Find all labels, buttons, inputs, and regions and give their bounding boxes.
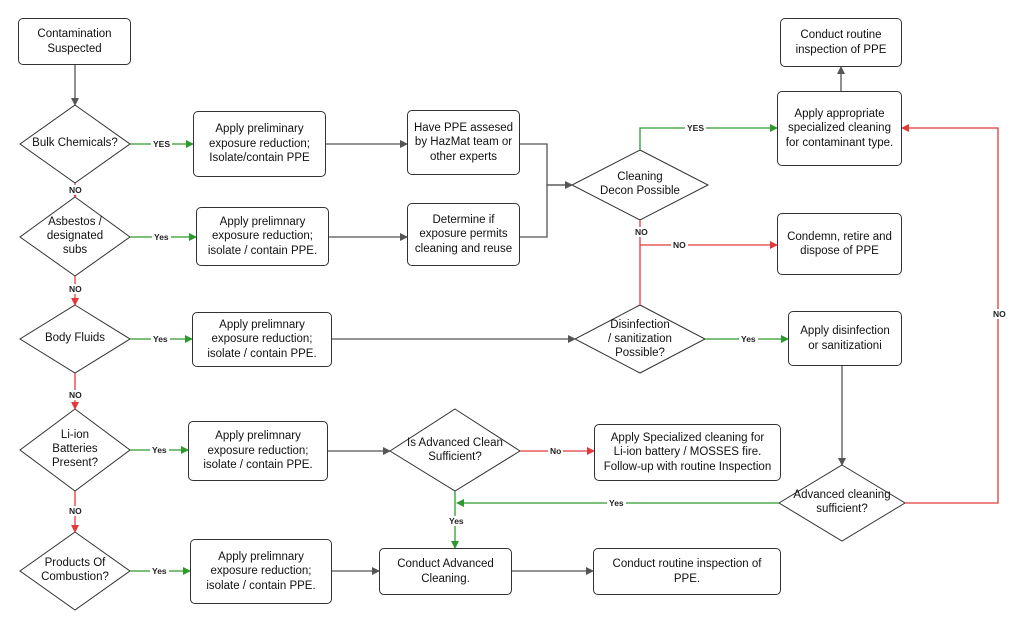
- edge-no-body: NO: [67, 390, 84, 400]
- label-adv-cleaning-sufficient: Advanced cleaning sufficient?: [793, 489, 891, 515]
- edge-yes-disinfection: Yes: [739, 334, 758, 344]
- edge-yes-adv-cleaning-sufficient: Yes: [607, 498, 626, 508]
- label-disinfection: Disinfection / sanitization Possible?: [608, 319, 672, 359]
- label-li-ion: Li-ion Batteries Present?: [51, 429, 99, 469]
- edge-no-cleaning-condemn: NO: [671, 240, 688, 250]
- label-adv-clean-q: Is Advanced Clean Sufficient?: [407, 437, 503, 463]
- edge-no-asbestos: NO: [67, 284, 84, 294]
- diamond-products-combustion: [19, 531, 131, 611]
- prelim-products-combustion-box: Apply prelimnary exposure reduction; iso…: [190, 539, 332, 604]
- edge-yes-asbestos: Yes: [152, 232, 171, 242]
- label-bulk-chemicals: Bulk Chemicals?: [32, 137, 118, 150]
- label-cleaning-decon: Cleaning Decon Possible: [600, 171, 680, 197]
- edge-no-adv-cleaning-sufficient: NO: [991, 309, 1008, 319]
- diamond-disinfection: [573, 304, 707, 374]
- start-contamination-suspected: Contamination Suspected: [18, 18, 131, 65]
- edge-yes-adv-clean-q: Yes: [447, 516, 466, 526]
- determine-exposure-box: Determine if exposure permits cleaning a…: [407, 203, 520, 266]
- prelim-body-fluids-box: Apply prelimnary exposure reduction; iso…: [192, 312, 332, 367]
- edge-yes-poc: Yes: [150, 566, 169, 576]
- edge-no-cleaning: NO: [633, 227, 650, 237]
- edge-yes-bulk: YES: [151, 139, 173, 149]
- prelim-li-ion-box: Apply prelimnary exposure reduction; iso…: [188, 421, 328, 481]
- condemn-dispose-box: Condemn, retire and dispose of PPE: [777, 213, 902, 275]
- specialized-li-ion-cleaning-box: Apply Specialized cleaning for Li-ion ba…: [594, 424, 781, 481]
- apply-disinfection-box: Apply disinfection or sanitizationi: [788, 311, 902, 366]
- label-body-fluids: Body Fluids: [44, 332, 106, 345]
- label-asbestos: Asbestos / designated subs: [46, 216, 104, 256]
- edge-no-li-ion: NO: [67, 506, 84, 516]
- prelim-asbestos-box: Apply prelimnary exposure reduction; iso…: [196, 207, 329, 266]
- conduct-advanced-cleaning-box: Conduct Advanced Cleaning.: [379, 548, 512, 595]
- prelim-bulk-chemicals-box: Apply preliminary exposure reduction; Is…: [193, 111, 326, 177]
- edge-no-adv-clean-q: No: [548, 446, 564, 456]
- edge-no-bulk: NO: [67, 185, 84, 195]
- specialized-cleaning-box: Apply appropriate specialized cleaning f…: [777, 91, 902, 166]
- edge-yes-li-ion: Yes: [150, 445, 169, 455]
- edge-yes-body: Yes: [151, 334, 170, 344]
- label-products-combustion: Products Of Combustion?: [41, 557, 109, 583]
- edge-yes-cleaning: YES: [685, 123, 707, 133]
- hazmat-assessment-box: Have PPE assesed by HazMat team or other…: [407, 110, 520, 175]
- routine-inspection-bottom-box: Conduct routine inspection of PPE.: [593, 548, 781, 595]
- routine-inspection-top-box: Conduct routine inspection of PPE: [780, 18, 902, 67]
- diamond-adv-cleaning-sufficient: [778, 464, 906, 542]
